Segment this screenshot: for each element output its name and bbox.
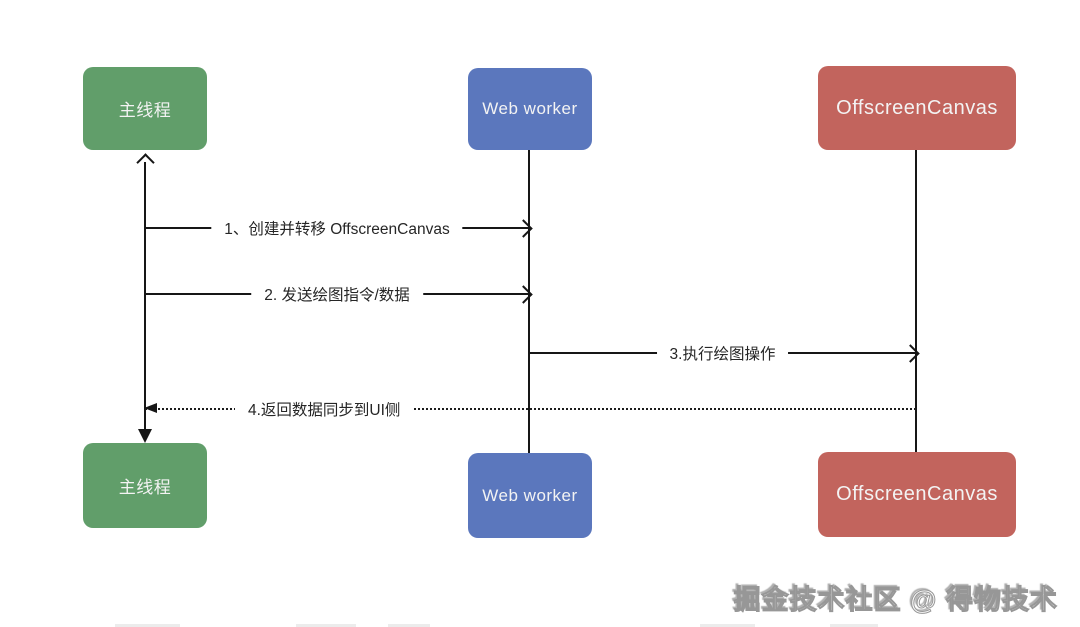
message-2: 2. 发送绘图指令/数据: [145, 283, 533, 305]
actor-label: 主线程: [118, 478, 172, 497]
cropped-text-artifact: [830, 624, 878, 627]
lifeline-web-worker: [528, 150, 530, 453]
actor-label: 主线程: [118, 101, 172, 120]
cropped-text-artifact: [388, 624, 430, 627]
message-line-dotted: [145, 408, 916, 410]
actor-label: Web worker: [482, 99, 578, 118]
actor-box-web-worker-top: Web worker: [468, 68, 592, 150]
actor-box-main-thread-bottom: 主线程: [83, 443, 207, 528]
actor-label: Web worker: [482, 485, 578, 505]
cropped-text-artifact: [115, 624, 180, 627]
actor-box-offscreen-canvas-bottom: OffscreenCanvas: [818, 452, 1016, 537]
actor-box-offscreen-canvas-top: OffscreenCanvas: [818, 66, 1016, 150]
actor-label: OffscreenCanvas: [836, 96, 998, 119]
message-4: 4.返回数据同步到UI侧: [144, 398, 916, 420]
message-1: 1、创建并转移 OffscreenCanvas: [145, 217, 533, 239]
cropped-text-artifact: [700, 624, 755, 627]
arrowhead-left-icon: [144, 403, 157, 413]
message-label: 2. 发送绘图指令/数据: [251, 283, 423, 305]
watermark-text: 掘金技术社区 @ 得物技术: [733, 585, 1058, 616]
cropped-text-artifact: [296, 624, 356, 627]
message-label: 4.返回数据同步到UI侧: [235, 398, 414, 420]
actor-box-main-thread-top: 主线程: [83, 67, 207, 150]
message-3: 3.执行绘图操作: [529, 342, 920, 364]
lifeline-offscreen-canvas: [915, 150, 917, 452]
actor-box-web-worker-bottom: Web worker: [468, 453, 592, 538]
arrow-down-icon: [138, 429, 152, 443]
message-label: 1、创建并转移 OffscreenCanvas: [211, 217, 463, 239]
message-label: 3.执行绘图操作: [656, 342, 789, 364]
lifeline-main-thread: [144, 162, 146, 430]
actor-label: OffscreenCanvas: [836, 483, 998, 505]
